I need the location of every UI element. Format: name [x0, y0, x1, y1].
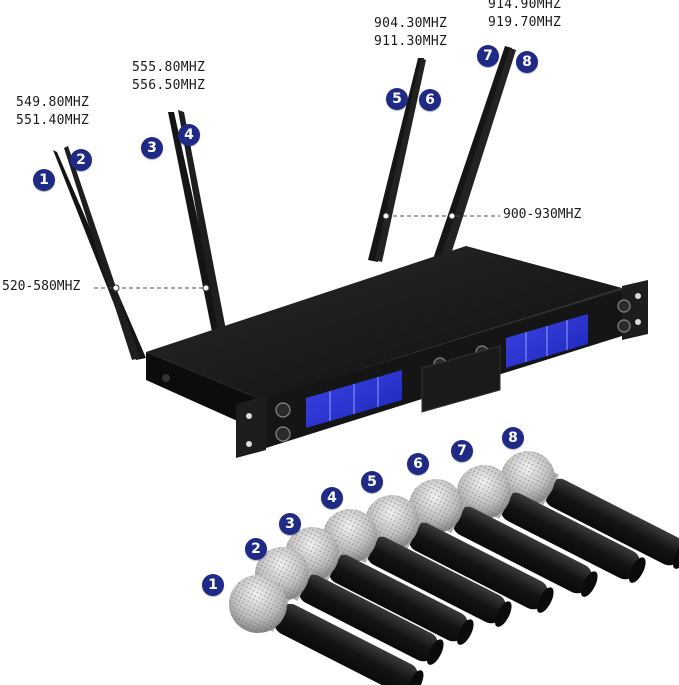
receiver [146, 246, 648, 458]
antenna-number-badge: 4 [178, 124, 200, 146]
receiver-side [146, 352, 262, 432]
power-icon [162, 374, 170, 382]
microphone-1 [229, 575, 424, 685]
freq-label-antenna-5-6: 904.30MHZ 911.30MHZ [374, 15, 447, 51]
rack-hole-icon [246, 413, 252, 419]
freq-label-antenna-1-2: 549.80MHZ 551.40MHZ [16, 94, 89, 130]
freq-value: 549.80MHZ [16, 95, 90, 110]
antenna-number-badge: 3 [141, 137, 163, 159]
mic-number-badge: 3 [279, 513, 301, 535]
mic-number-badge: 6 [407, 453, 429, 475]
mic-number-badge: 2 [245, 538, 267, 560]
band-label-high: 900-930MHZ [503, 207, 582, 222]
antenna-6 [375, 58, 426, 262]
rack-ear-left [236, 396, 266, 458]
rack-hole-icon [635, 293, 641, 299]
antenna-number-badge: 8 [516, 51, 538, 73]
microphone-8 [501, 451, 679, 569]
antenna-8 [437, 48, 516, 270]
microphone-6 [409, 479, 598, 597]
rack-hole-icon [635, 319, 641, 325]
antenna-2 [64, 146, 140, 360]
freq-value: 914.90MHZ [488, 0, 562, 12]
antenna-number-badge: 2 [70, 149, 92, 171]
antenna-number-badge: 7 [477, 45, 499, 67]
mic-number-badge: 4 [321, 487, 343, 509]
mic-number-badge: 1 [202, 574, 224, 596]
antenna-number-badge: 1 [33, 169, 55, 191]
freq-value: 556.50MHZ [132, 78, 206, 93]
receiver-top [146, 246, 622, 400]
band-leader-lines [94, 215, 500, 289]
microphones [229, 451, 679, 685]
freq-value: 551.40MHZ [16, 113, 90, 128]
freq-value: 919.70MHZ [488, 15, 562, 30]
antennas [53, 46, 516, 360]
freq-value: 911.30MHZ [374, 34, 448, 49]
freq-value: 904.30MHZ [374, 16, 448, 31]
antenna-number-badge: 5 [386, 88, 408, 110]
rack-hole-icon [246, 441, 252, 447]
mic-number-badge: 8 [502, 427, 524, 449]
freq-value: 555.80MHZ [132, 60, 206, 75]
microphone-7 [457, 465, 646, 583]
antenna-number-badge: 6 [419, 89, 441, 111]
mic-number-badge: 7 [451, 440, 473, 462]
antenna-4 [178, 110, 226, 332]
center-plate [421, 345, 501, 413]
mic-number-badge: 5 [361, 471, 383, 493]
band-label-uhf: 520-580MHZ [2, 279, 81, 294]
freq-label-antenna-3-4: 555.80MHZ 556.50MHZ [132, 59, 205, 95]
freq-label-antenna-7-8: 914.90MHZ 919.70MHZ [488, 0, 561, 32]
